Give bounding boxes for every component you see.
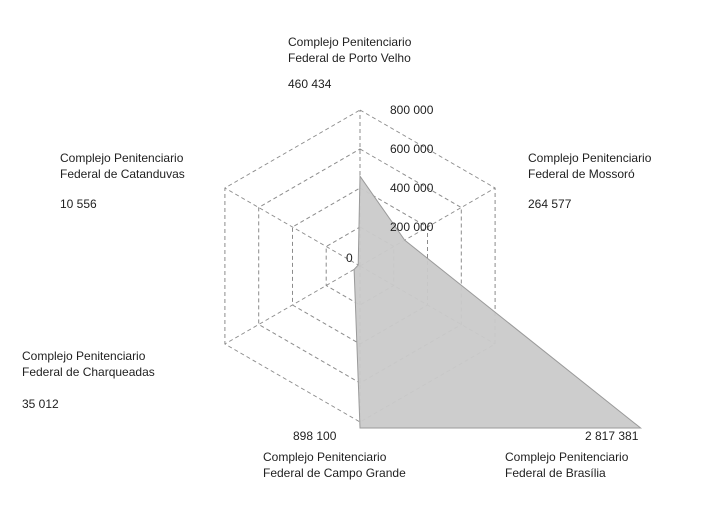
axis-label-porto-velho: Complejo Penitenciario Federal de Porto … bbox=[288, 34, 411, 92]
axis-value: 898 100 bbox=[293, 429, 337, 443]
axis-name-line: Federal de Campo Grande bbox=[263, 466, 406, 480]
grid-ring bbox=[224, 109, 496, 423]
axis-value: 264 577 bbox=[528, 197, 572, 211]
axis-label-mossoro: Complejo Penitenciario Federal de Mossor… bbox=[528, 150, 651, 212]
data-polygon bbox=[353, 174, 643, 429]
axis-value: 2 817 381 bbox=[585, 429, 639, 443]
axis-name-line: Complejo Penitenciario bbox=[60, 151, 184, 165]
axis-name-line: Federal de Catanduvas bbox=[60, 167, 185, 181]
axis-name-line: Complejo Penitenciario bbox=[288, 35, 412, 49]
axis-name-line: Complejo Penitenciario bbox=[22, 349, 146, 363]
tick-label: 200 000 bbox=[390, 220, 434, 234]
axis-value: 10 556 bbox=[60, 197, 97, 211]
axis-name-line: Complejo Penitenciario bbox=[505, 450, 629, 464]
axis-name-line: Federal de Brasília bbox=[505, 466, 606, 480]
tick-label: 800 000 bbox=[390, 103, 434, 117]
axis-name-line: Complejo Penitenciario bbox=[528, 151, 652, 165]
tick-label: 600 000 bbox=[390, 142, 434, 156]
axis-name-line: Complejo Penitenciario bbox=[263, 450, 387, 464]
axis-name-line: Federal de Porto Velho bbox=[288, 51, 411, 65]
axis-name-line: Federal de Charqueadas bbox=[22, 365, 155, 379]
axis-value: 35 012 bbox=[22, 397, 59, 411]
axis-spoke bbox=[359, 187, 496, 267]
axis-label-charqueadas: Complejo Penitenciario Federal de Charqu… bbox=[22, 348, 155, 412]
tick-label: 400 000 bbox=[390, 181, 434, 195]
axis-label-brasilia: 2 817 381 Complejo Penitenciario Federal… bbox=[505, 428, 638, 481]
axis-value: 460 434 bbox=[288, 77, 332, 91]
axis-label-catanduvas: Complejo Penitenciario Federal de Catand… bbox=[60, 150, 185, 212]
axis-name-line: Federal de Mossoró bbox=[528, 167, 635, 181]
axis-spoke bbox=[224, 187, 361, 267]
tick-label: 0 bbox=[346, 251, 353, 265]
axis-label-campo-grande: 898 100 Complejo Penitenciario Federal d… bbox=[263, 428, 406, 481]
axis-spoke bbox=[224, 265, 361, 345]
